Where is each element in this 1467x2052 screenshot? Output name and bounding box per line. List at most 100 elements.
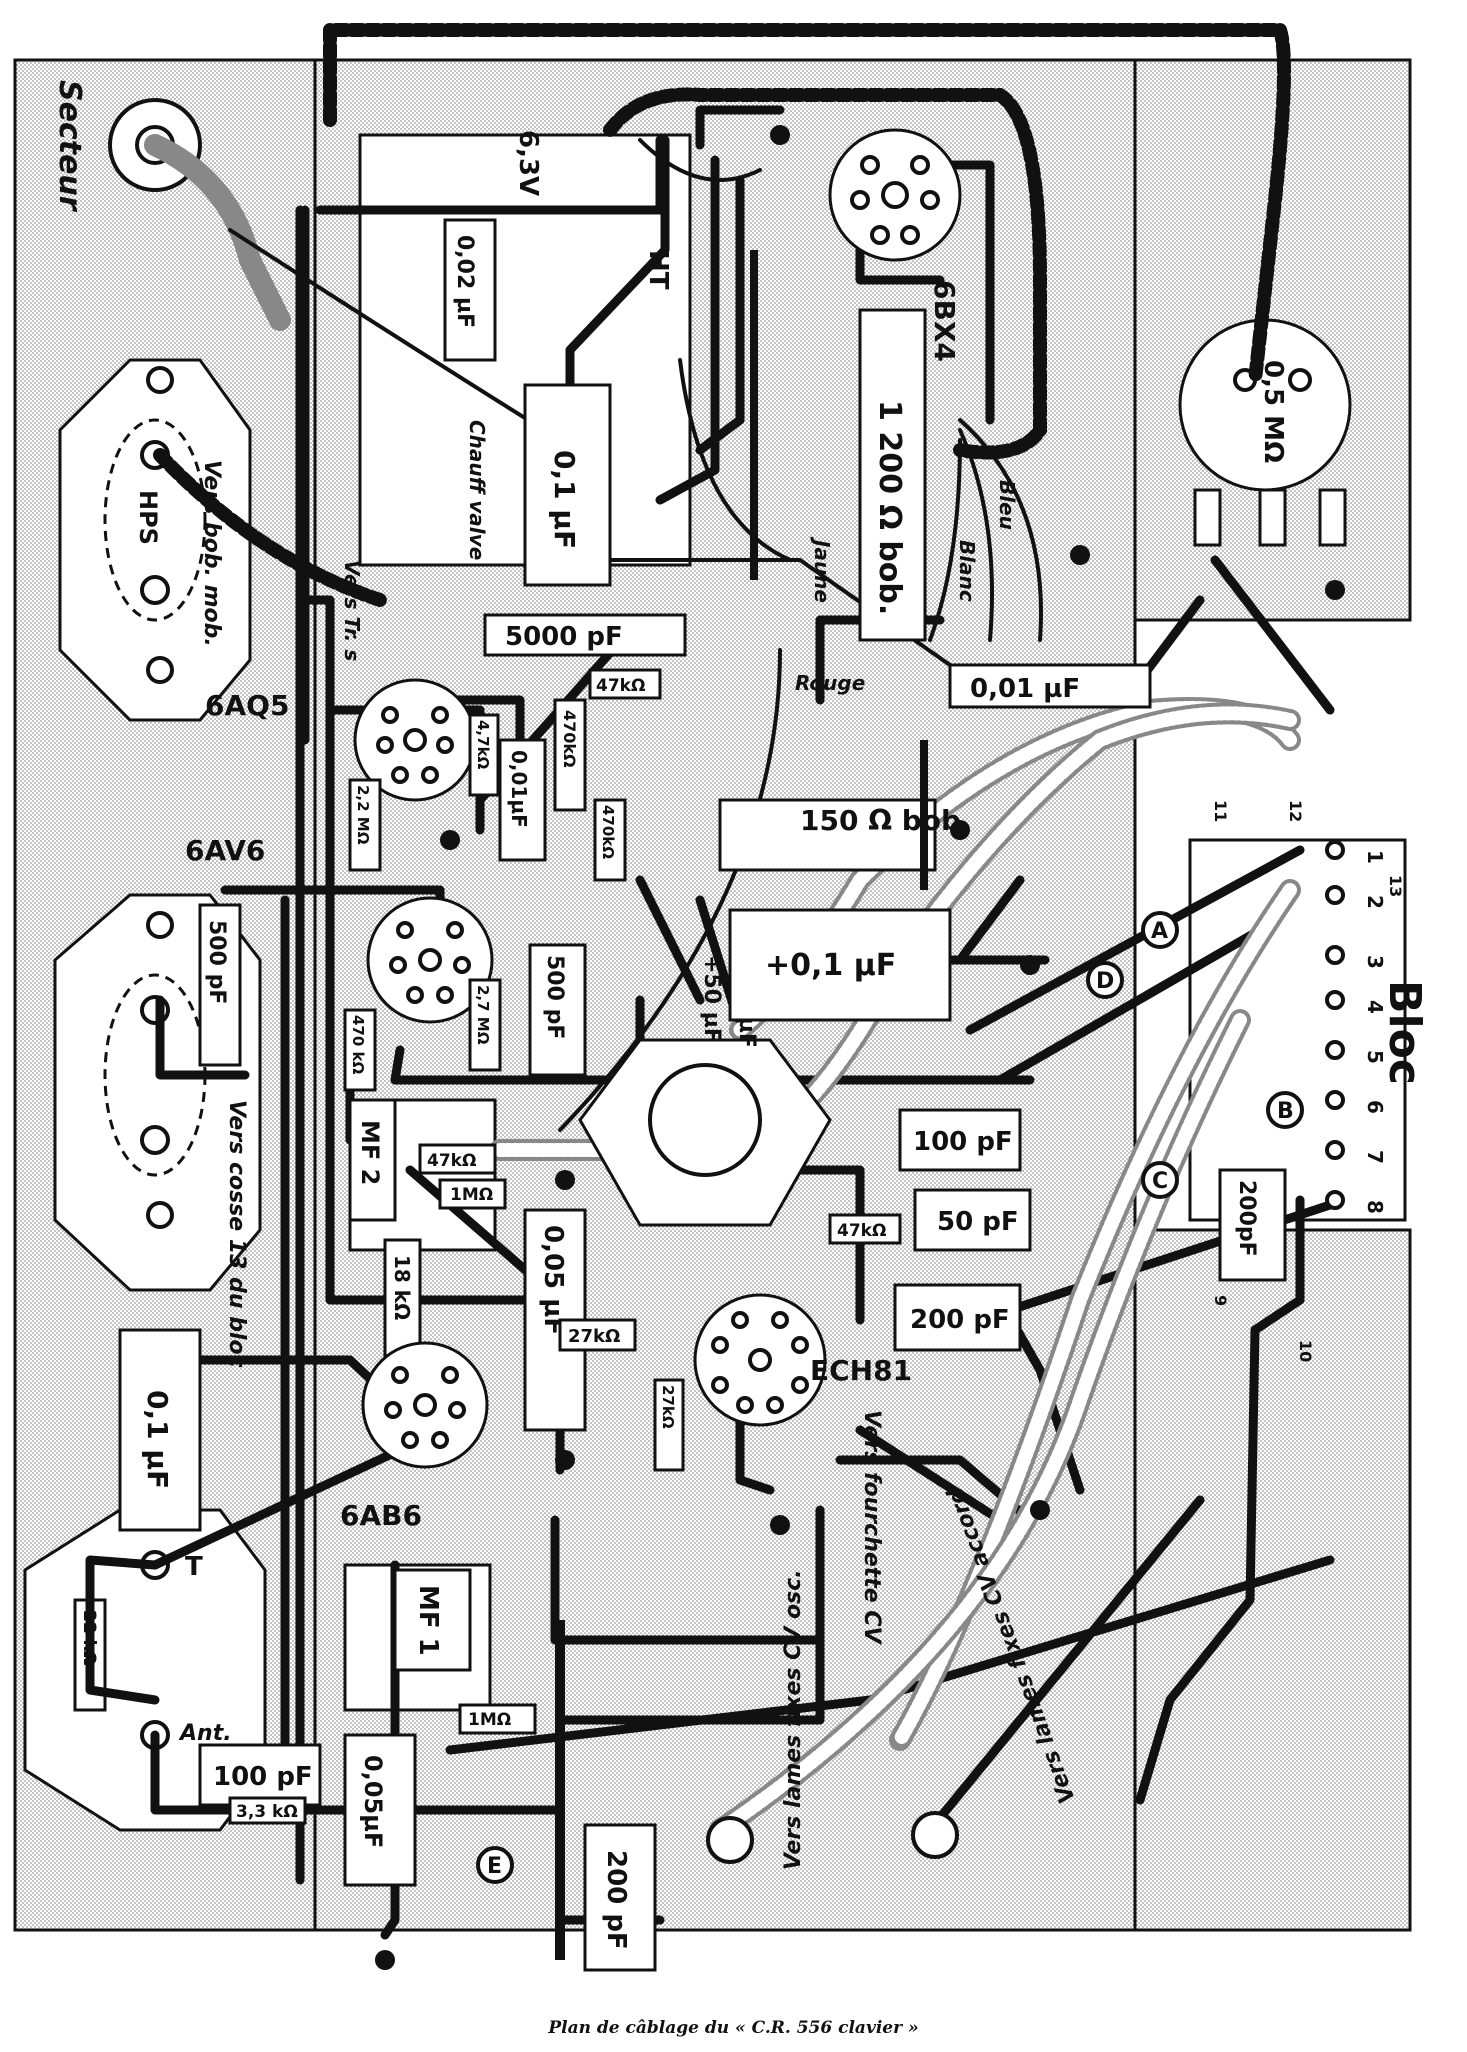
svg-text:0,05 µF: 0,05 µF — [538, 1225, 568, 1335]
svg-text:47kΩ: 47kΩ — [837, 1221, 886, 1241]
svg-text:11: 11 — [1211, 800, 1230, 822]
label-6ab6: 6AB6 — [340, 1499, 422, 1532]
label-vers-fourchette: Vers fourchette CV — [859, 1410, 884, 1646]
svg-text:0,02 µF: 0,02 µF — [452, 235, 477, 328]
label-bleu: Bleu — [995, 480, 1019, 530]
resistor-22m — [348, 778, 382, 872]
svg-text:7: 7 — [1363, 1150, 1387, 1164]
svg-text:100 pF: 100 pF — [913, 1127, 1013, 1157]
svg-text:0,05µF: 0,05µF — [359, 1755, 387, 1848]
svg-text:10: 10 — [1296, 1340, 1315, 1362]
label-ant: Ant. — [178, 1721, 232, 1746]
svg-text:13: 13 — [1386, 875, 1405, 897]
svg-text:200 pF: 200 pF — [910, 1305, 1010, 1335]
label-secteur: Secteur — [52, 80, 87, 213]
cap-50pf — [913, 1188, 1032, 1252]
label-ht: HT — [643, 250, 673, 290]
mf1-label-box — [393, 1568, 472, 1672]
svg-text:3,3 kΩ: 3,3 kΩ — [236, 1802, 298, 1822]
marker-c — [1141, 1161, 1179, 1199]
svg-text:4,7kΩ: 4,7kΩ — [474, 720, 492, 770]
bloc-pins — [1325, 840, 1345, 1210]
label-50uf-a: +50 µF — [699, 955, 724, 1043]
cap-001uf-b — [498, 738, 547, 862]
cap-200pf-a — [1218, 1168, 1287, 1282]
cap-002uf — [443, 218, 497, 362]
svg-text:500 pF: 500 pF — [204, 920, 229, 1004]
label-pot: 0,5 MΩ — [1258, 360, 1288, 463]
svg-text:4: 4 — [1363, 1000, 1387, 1014]
svg-text:2,7 MΩ: 2,7 MΩ — [474, 985, 492, 1045]
cap-200pf-c — [583, 1823, 657, 1972]
svg-text:0,01 µF: 0,01 µF — [970, 674, 1080, 704]
svg-text:1: 1 — [1363, 850, 1387, 864]
resistor-1m-b — [458, 1703, 537, 1735]
marker-a — [1141, 911, 1179, 949]
resistor-1200-bobine — [858, 308, 927, 642]
resistor-470k-a — [553, 698, 587, 812]
marker-e — [476, 1846, 514, 1884]
hps-pin-2 — [140, 575, 170, 605]
figure-caption: Plan de câblage du « C.R. 556 clavier » — [548, 2018, 919, 2038]
svg-text:1 200 Ω bob.: 1 200 Ω bob. — [872, 400, 907, 615]
svg-text:2: 2 — [1363, 895, 1387, 909]
svg-text:6: 6 — [1363, 1100, 1387, 1114]
shield-braid-4-weave — [713, 1013, 1247, 1837]
svg-text:0,1 µF: 0,1 µF — [548, 450, 581, 549]
label-rouge: Rouge — [795, 671, 865, 695]
cv-osc-grommet — [706, 1816, 754, 1864]
cap-01uf-a — [523, 383, 612, 587]
resistor-27k-a — [558, 1318, 637, 1352]
svg-text:470kΩ: 470kΩ — [599, 805, 617, 859]
svg-text:5000 pF: 5000 pF — [505, 622, 623, 652]
resistor-1m-a — [438, 1178, 507, 1210]
label-blanc: Blanc — [955, 540, 979, 602]
label-mf2: MF 2 — [356, 1120, 384, 1185]
svg-text:50 pF: 50 pF — [937, 1207, 1019, 1237]
resistor-47k-b — [418, 1143, 497, 1175]
label-6aq5: 6AQ5 — [205, 689, 289, 722]
resistor-470k-b — [593, 798, 627, 882]
svg-text:5: 5 — [1363, 1050, 1387, 1064]
label-mf1: MF 1 — [413, 1585, 443, 1656]
svg-text:12: 12 — [1286, 800, 1305, 822]
svg-text:47kΩ: 47kΩ — [427, 1151, 476, 1171]
svg-text:200pF: 200pF — [1234, 1180, 1259, 1257]
cap-01uf-b — [728, 908, 952, 1022]
svg-text:27kΩ: 27kΩ — [659, 1385, 677, 1429]
heater-braid-inner — [603, 87, 1047, 460]
cap-200pf-b — [893, 1283, 1022, 1352]
svg-text:1MΩ: 1MΩ — [468, 1710, 511, 1730]
svg-text:3: 3 — [1363, 955, 1387, 969]
terminal-strip-right — [920, 740, 928, 890]
resistor-150-bobine — [718, 798, 937, 872]
svg-text:18 kΩ: 18 kΩ — [390, 1255, 414, 1320]
bloc-pin-numbers: 1 2 3 4 5 6 7 8 9 10 11 12 13 — [1211, 800, 1405, 1362]
svg-text:C: C — [1152, 1169, 1168, 1194]
cap-5000pf — [483, 613, 687, 657]
label-hps: HPS — [134, 490, 162, 545]
svg-text:150 Ω bob.: 150 Ω bob. — [800, 804, 972, 837]
label-6av6: 6AV6 — [185, 834, 265, 867]
svg-text:500 pF: 500 pF — [542, 955, 567, 1039]
svg-text:B: B — [1277, 1099, 1294, 1124]
label-6bx4: 6BX4 — [928, 280, 961, 362]
resistor-27k-b — [653, 1378, 685, 1472]
svg-text:2,2 MΩ: 2,2 MΩ — [354, 785, 372, 845]
shield-braid-2-weave — [493, 706, 1297, 1157]
light-wiring — [228, 138, 1043, 1132]
cap-100pf-a — [898, 1108, 1022, 1172]
speaker-braid — [153, 448, 387, 607]
label-jaune: Jaune — [810, 536, 834, 603]
label-ech81: ECH81 — [810, 1354, 912, 1387]
marker-b — [1266, 1091, 1304, 1129]
svg-text:100 pF: 100 pF — [213, 1762, 313, 1792]
resistor-47k-c — [828, 1213, 902, 1245]
resistor-33k — [228, 1796, 307, 1825]
cap-01uf-c — [118, 1328, 202, 1532]
cap-005uf-b — [343, 1733, 417, 1887]
label-63v: 6,3V — [513, 130, 543, 196]
cap-500pf-a — [198, 903, 242, 1067]
label-t: T — [185, 1552, 203, 1582]
